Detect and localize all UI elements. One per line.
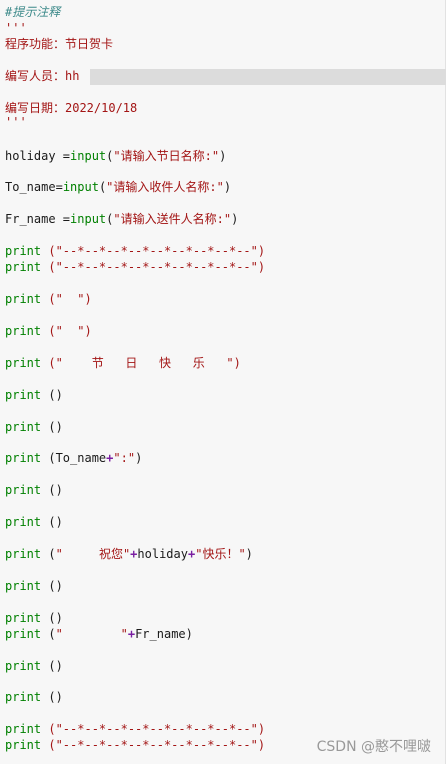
code-line-toname: To_name=input("请输入收件人名称:") xyxy=(5,180,232,194)
code-line-print-toname: print (To_name+":") xyxy=(5,451,143,465)
code-line-print-empty: print () xyxy=(5,579,63,593)
code-line-print-empty: print () xyxy=(5,690,63,704)
docstring-function: 程序功能：节日贺卡 xyxy=(5,37,114,51)
code-line-print-empty: print () xyxy=(5,515,63,529)
code-line-print-empty: print () xyxy=(5,420,63,434)
docstring-open: ''' xyxy=(5,21,27,35)
code-line-print-empty: print () xyxy=(5,483,63,497)
code-comment: #提示注释 xyxy=(5,5,61,19)
code-line-print-blank: print (" ") xyxy=(5,324,92,338)
redacted-bar xyxy=(90,69,446,85)
code-line-print-dashes: print ("--*--*--*--*--*--*--*--*--") xyxy=(5,738,266,752)
code-line-print-blank: print (" ") xyxy=(5,292,92,306)
code-line-print-dashes: print ("--*--*--*--*--*--*--*--*--") xyxy=(5,244,266,258)
docstring-close: ''' xyxy=(5,115,27,129)
code-line-print-empty: print () xyxy=(5,388,63,402)
code-line-frname: Fr_name =input("请输入送件人名称:") xyxy=(5,212,239,226)
code-line-print-frname: print (" "+Fr_name) xyxy=(5,627,193,641)
docstring-date: 编写日期：2022/10/18 xyxy=(5,101,138,115)
csdn-watermark: CSDN @憨不哩啵 xyxy=(316,739,431,755)
code-line-print-festival: print (" 节 日 快 乐 ") xyxy=(5,356,241,370)
code-line-print-empty: print () xyxy=(5,659,63,673)
code-line-print-dashes: print ("--*--*--*--*--*--*--*--*--") xyxy=(5,722,266,736)
docstring-author: 编写人员：hh xyxy=(5,69,80,83)
code-line-print-empty: print () xyxy=(5,611,63,625)
code-line-print-dashes: print ("--*--*--*--*--*--*--*--*--") xyxy=(5,260,266,274)
code-line-print-wish: print (" 祝您"+holiday+"快乐！") xyxy=(5,547,253,561)
code-line-holiday: holiday =input("请输入节日名称:") xyxy=(5,149,227,163)
